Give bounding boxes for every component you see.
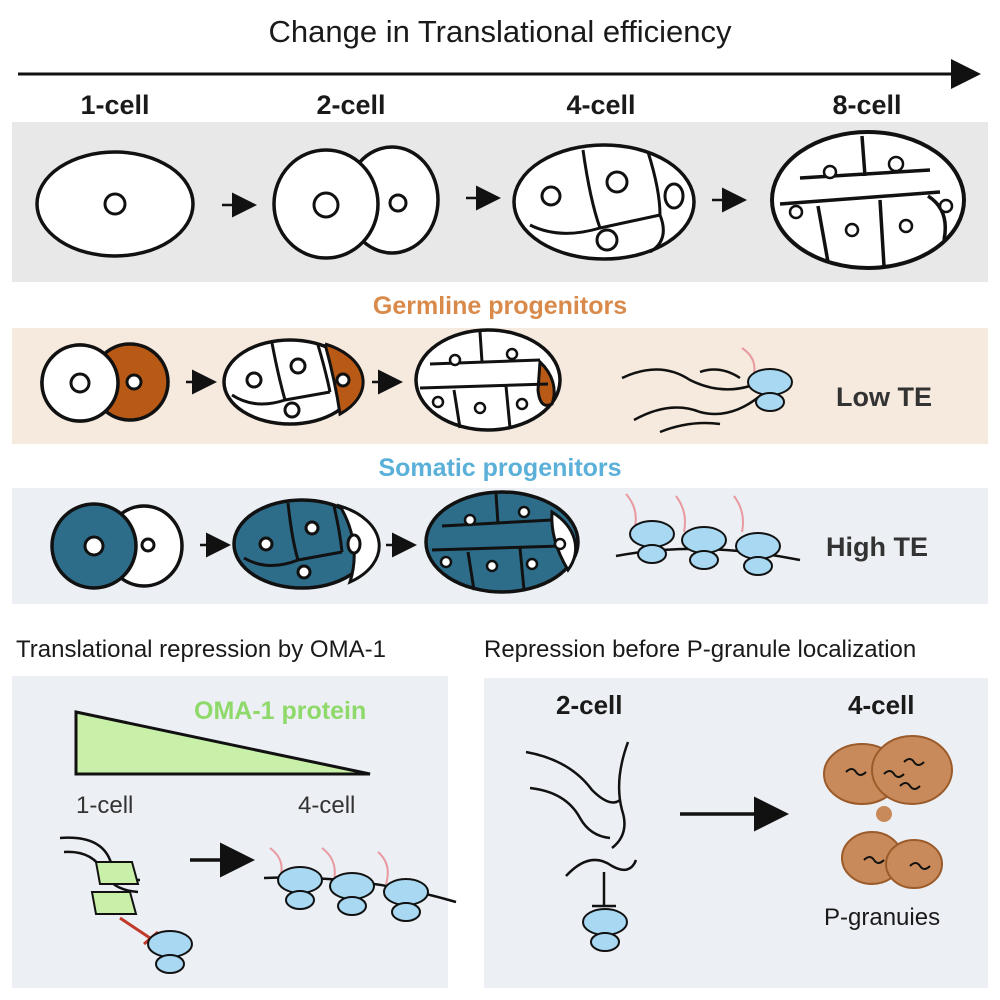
pgranule-left-stage: 2-cell	[556, 690, 623, 720]
pgranule-mrna	[525, 741, 638, 877]
pgranule-panel-title: Repression before P-granule localization	[484, 636, 917, 663]
p-granule-icon	[823, 735, 953, 889]
germline-4-cell	[222, 338, 365, 426]
pgranule-panel	[484, 678, 988, 988]
embryo-4-cell	[512, 143, 696, 261]
embryo-1-cell	[35, 150, 195, 258]
oma-axis-end: 4-cell	[298, 792, 356, 819]
oma-protein-label: OMA-1 protein	[194, 697, 367, 725]
somatic-8-cell	[424, 490, 580, 594]
somatic-title: Somatic progenitors	[378, 454, 622, 482]
oma-panel-title: Translational repression by OMA-1	[16, 636, 386, 663]
oma-axis-start: 1-cell	[76, 792, 134, 819]
low-te-label: Low TE	[836, 382, 932, 412]
stage-label-8-cell: 8-cell	[832, 90, 902, 120]
somatic-4-cell	[232, 498, 381, 590]
oma-gradient-triangle	[74, 710, 371, 776]
embryo-8-cell	[770, 130, 966, 270]
embryo-2-cell	[272, 145, 440, 260]
diagram-title: Change in Translational efficiency	[268, 14, 732, 49]
germline-8-cell	[414, 328, 562, 432]
germline-title: Germline progenitors	[372, 292, 628, 320]
stage-label-1-cell: 1-cell	[80, 90, 150, 120]
low-te-mrna	[621, 368, 761, 434]
somatic-2-cell	[50, 502, 184, 590]
germline-2-cell	[40, 342, 170, 423]
stage-label-4-cell: 4-cell	[566, 90, 636, 120]
high-te-label: High TE	[826, 532, 928, 562]
pgranule-right-stage: 4-cell	[848, 690, 915, 720]
pgranule-label: P-granuies	[824, 904, 941, 931]
stage-label-2-cell: 2-cell	[316, 90, 386, 120]
